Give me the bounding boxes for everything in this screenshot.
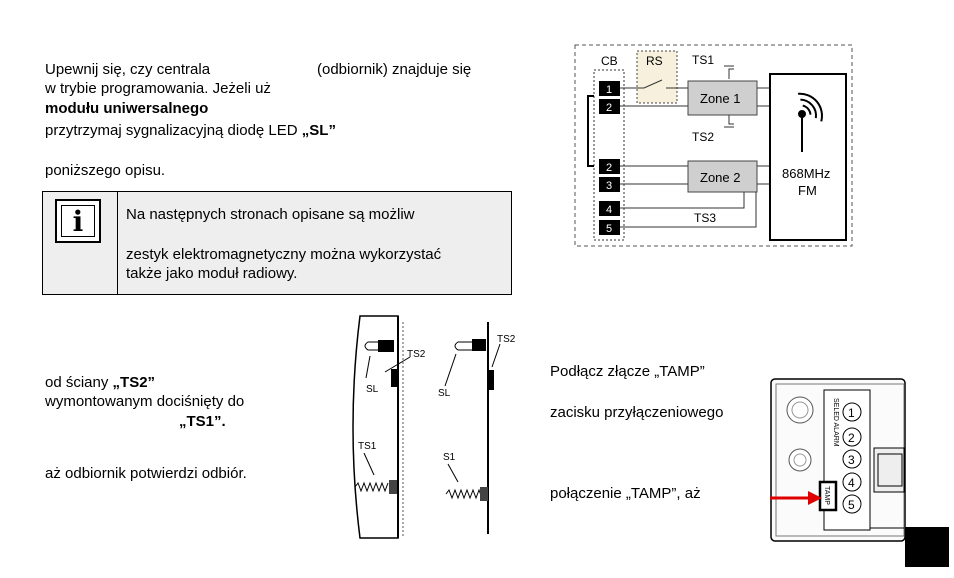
bottom-text-line-2: wymontowanym dociśnięty do bbox=[45, 393, 245, 410]
terminal-strip-label: SELED ALARM bbox=[832, 398, 839, 447]
screw-5: 5 bbox=[848, 498, 855, 512]
wiring-schematic: CB RS TS1 TS2 TS3 1 2 2 3 4 5 Zone 1 Zon… bbox=[574, 44, 853, 247]
bottom-text-line-1b: „TS2” bbox=[112, 374, 156, 391]
right-text-line-3: połączenie „TAMP”, aż bbox=[550, 485, 701, 502]
terminal-photo: SELED ALARM 1 2 3 4 5 TAMP bbox=[770, 378, 906, 542]
zone-1-box bbox=[687, 80, 758, 116]
wires bbox=[587, 65, 770, 228]
right-text-line-1: Podłącz złącze „TAMP” bbox=[550, 363, 705, 380]
terminal-2a: 2 bbox=[606, 102, 612, 114]
sl-label-a: SL bbox=[366, 384, 379, 395]
text-line-1a: Upewnij się, czy centrala bbox=[45, 61, 211, 78]
terminal-1: 1 bbox=[606, 84, 612, 96]
screw-1: 1 bbox=[848, 406, 855, 420]
zone-2-box bbox=[687, 160, 758, 193]
terminal-2b: 2 bbox=[606, 162, 612, 174]
right-text-line-2: zacisku przyłączeniowego bbox=[550, 404, 724, 421]
ts2-label-b: TS2 bbox=[497, 334, 516, 345]
note-line-2: zestyk elektromagnetyczny można wykorzys… bbox=[126, 246, 442, 263]
antenna-icon bbox=[798, 92, 823, 152]
info-icon-cell: i bbox=[43, 192, 118, 294]
ts1-label-a: TS1 bbox=[358, 441, 377, 452]
bottom-text-line-1: od ściany „TS2” bbox=[45, 374, 155, 391]
spring-a bbox=[354, 481, 389, 493]
ts2-label: TS2 bbox=[692, 130, 714, 144]
bottom-text-line-3: „TS1”. bbox=[179, 413, 226, 430]
ts3-label: TS3 bbox=[694, 211, 716, 225]
text-line-1b: (odbiornik) znajduje się bbox=[317, 61, 472, 78]
bottom-text-line-1a: od ściany bbox=[45, 374, 113, 391]
note-line-3: także jako moduł radiowy. bbox=[126, 265, 298, 282]
frequency-label: 868MHz bbox=[782, 166, 830, 181]
tamp-label: TAMP bbox=[823, 486, 830, 505]
ts1-label: TS1 bbox=[692, 53, 714, 67]
terminal-4: 4 bbox=[606, 204, 612, 216]
text-line-2: w trybie programowania. Jeżeli uż bbox=[45, 80, 271, 97]
text-line-4a: przytrzymaj sygnalizacyjną diodę LED bbox=[45, 122, 302, 139]
terminal-3: 3 bbox=[606, 180, 612, 192]
terminal-blocks bbox=[599, 81, 620, 235]
text-line-4b: „SL” bbox=[301, 122, 336, 139]
terminal-screws bbox=[842, 402, 862, 514]
side-view-drawings: TS2 SL TS1 TS2 SL S1 bbox=[352, 315, 516, 539]
text-line-4: przytrzymaj sygnalizacyjną diodę LED „SL… bbox=[45, 122, 336, 139]
text-line-5: poniższego opisu. bbox=[45, 162, 166, 179]
info-icon: i bbox=[55, 199, 101, 243]
cb-label: CB bbox=[601, 54, 618, 68]
terminal-5: 5 bbox=[606, 223, 612, 235]
screw-4: 4 bbox=[848, 476, 855, 490]
red-arrow-icon bbox=[770, 491, 822, 505]
zone-1-label: Zone 1 bbox=[700, 91, 740, 106]
rs-area bbox=[636, 50, 678, 104]
sl-label-b: SL bbox=[438, 388, 451, 399]
screw-2: 2 bbox=[848, 431, 855, 445]
spring-b bbox=[445, 488, 483, 500]
zone-2-label: Zone 2 bbox=[700, 170, 740, 185]
screw-3: 3 bbox=[848, 453, 855, 467]
bottom-text-line-4: aż odbiornik potwierdzi odbiór. bbox=[45, 465, 247, 482]
radio-module-box bbox=[769, 73, 847, 241]
text-line-3: modułu uniwersalnego bbox=[45, 100, 209, 117]
s1-label-b: S1 bbox=[443, 452, 456, 463]
modulation-label: FM bbox=[798, 183, 817, 198]
note-line-1: Na następnych stronach opisane są możliw bbox=[126, 206, 415, 223]
rs-label: RS bbox=[646, 54, 663, 68]
page-corner-tab bbox=[905, 527, 949, 567]
info-note: i Na następnych stronach opisane są możl… bbox=[42, 191, 512, 295]
ts2-label-a: TS2 bbox=[407, 349, 426, 360]
